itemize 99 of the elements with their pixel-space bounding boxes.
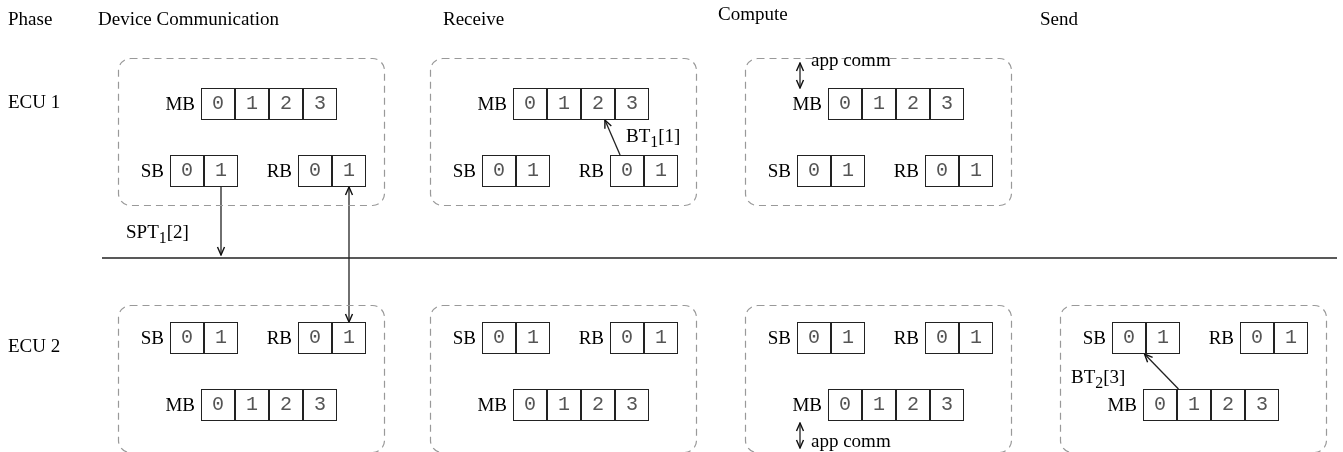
buffer-name: MB: [1106, 393, 1137, 417]
buffer-cell: 2: [1211, 389, 1245, 421]
buffer-cell: 0: [1143, 389, 1177, 421]
buffer-cell: 1: [204, 155, 238, 187]
buffer-name: RB: [265, 159, 292, 183]
buffer-cell: 0: [201, 88, 235, 120]
buffer-name: SB: [766, 159, 791, 183]
column-header: Phase: [8, 8, 53, 30]
buffer-cell: 1: [862, 88, 896, 120]
buffer-cell: 1: [332, 155, 366, 187]
buffer-cell: 3: [615, 389, 649, 421]
buffer-cell: 0: [298, 155, 332, 187]
buffer-cell: 1: [959, 322, 993, 354]
buffer-cell: 0: [513, 88, 547, 120]
column-header: Device Communication: [98, 8, 279, 30]
buffer-cell: 1: [547, 389, 581, 421]
buffer-name: RB: [265, 326, 292, 350]
buffer-cell: 1: [1177, 389, 1211, 421]
buffer-cell: 0: [1112, 322, 1146, 354]
buffer-name: SB: [451, 159, 476, 183]
buffer-cell: 1: [204, 322, 238, 354]
buffer-cell: 0: [482, 155, 516, 187]
buffer-cell: 1: [1146, 322, 1180, 354]
dashed-panel: [430, 58, 697, 206]
arrow: [795, 62, 805, 89]
buffer-cell: 0: [482, 322, 516, 354]
edge-label: app comm: [810, 49, 892, 71]
buffer-cell: 0: [513, 389, 547, 421]
buffer-cell: 0: [1240, 322, 1274, 354]
buffer-cell: 1: [959, 155, 993, 187]
dashed-panel: [1060, 305, 1327, 452]
buffer-name: SB: [1081, 326, 1106, 350]
arrow: [216, 186, 226, 256]
buffer-name: MB: [791, 393, 822, 417]
buffer-cell: 1: [644, 155, 678, 187]
buffer-cell: 1: [235, 389, 269, 421]
buffer-name: MB: [164, 92, 195, 116]
dashed-panel: [745, 305, 1012, 452]
dashed-panel: [118, 58, 385, 206]
arrow: [795, 422, 805, 449]
buffer-cell: 3: [930, 389, 964, 421]
buffer-cell: 0: [828, 389, 862, 421]
buffer-cell: 1: [235, 88, 269, 120]
dashed-panel: [745, 58, 1012, 206]
column-header: Receive: [443, 8, 505, 30]
buffer-cell: 3: [615, 88, 649, 120]
buffer-cell: 0: [828, 88, 862, 120]
buffer-name: RB: [577, 326, 604, 350]
buffer-cell: 0: [298, 322, 332, 354]
buffer-cell: 1: [332, 322, 366, 354]
column-header: Compute: [718, 3, 788, 25]
buffer-name: MB: [476, 92, 507, 116]
buffer-cell: 1: [831, 322, 865, 354]
buffer-cell: 2: [581, 389, 615, 421]
buffer-name: RB: [1207, 326, 1234, 350]
buffer-cell: 3: [303, 88, 337, 120]
buffer-cell: 0: [925, 155, 959, 187]
edge-label: app comm: [810, 430, 892, 452]
buffer-name: RB: [892, 326, 919, 350]
buffer-cell: 3: [930, 88, 964, 120]
buffer-cell: 1: [516, 155, 550, 187]
buffer-cell: 0: [201, 389, 235, 421]
buffer-cell: 1: [644, 322, 678, 354]
buffer-cell: 1: [516, 322, 550, 354]
buffer-cell: 2: [269, 389, 303, 421]
column-header: Send: [1040, 8, 1078, 30]
buffer-cell: 0: [797, 155, 831, 187]
buffer-name: SB: [766, 326, 791, 350]
arrow: [604, 119, 621, 156]
buffer-cell: 2: [896, 389, 930, 421]
buffer-name: SB: [451, 326, 476, 350]
buffer-cell: 0: [170, 322, 204, 354]
buffer-name: MB: [476, 393, 507, 417]
buffer-name: RB: [577, 159, 604, 183]
buffer-cell: 0: [170, 155, 204, 187]
buffer-name: MB: [791, 92, 822, 116]
row-label: ECU 1: [8, 91, 61, 113]
arrow: [1143, 353, 1180, 390]
buffer-name: MB: [164, 393, 195, 417]
buffer-name: SB: [139, 326, 164, 350]
buffer-cell: 2: [896, 88, 930, 120]
buffer-name: RB: [892, 159, 919, 183]
buffer-cell: 1: [862, 389, 896, 421]
buffer-cell: 1: [831, 155, 865, 187]
buffer-cell: 0: [610, 155, 644, 187]
buffer-cell: 3: [1245, 389, 1279, 421]
buffer-name: SB: [139, 159, 164, 183]
dashed-panel: [430, 305, 697, 452]
buffer-cell: 3: [303, 389, 337, 421]
buffer-cell: 2: [581, 88, 615, 120]
buffer-cell: 0: [610, 322, 644, 354]
arrow: [344, 186, 354, 323]
buffer-cell: 1: [1274, 322, 1308, 354]
row-label: ECU 2: [8, 335, 61, 357]
buffer-cell: 2: [269, 88, 303, 120]
dashed-panel: [118, 305, 385, 452]
buffer-cell: 0: [925, 322, 959, 354]
buffer-cell: 0: [797, 322, 831, 354]
buffer-cell: 1: [547, 88, 581, 120]
